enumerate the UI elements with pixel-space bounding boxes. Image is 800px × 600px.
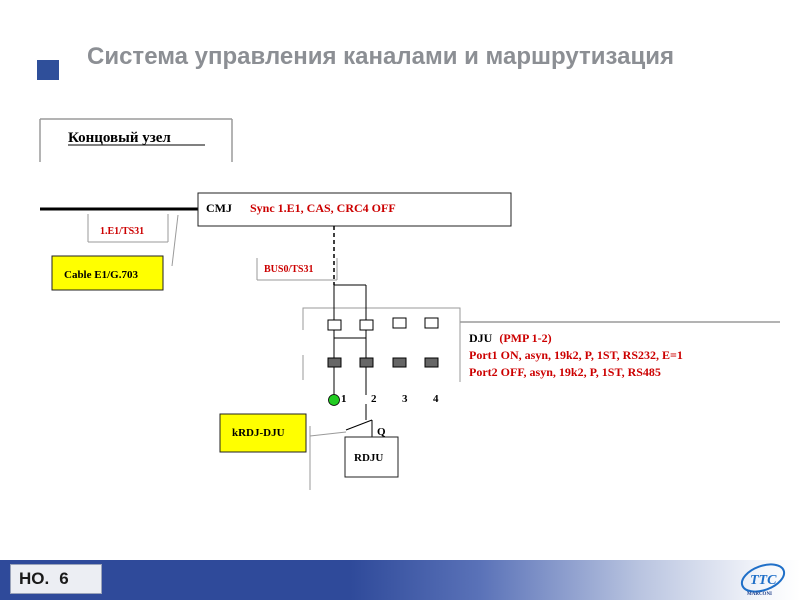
logo-text: TTC [750,573,777,588]
e1-ts-label: 1.E1/TS31 [100,226,144,237]
port-slot-top-3 [392,317,407,329]
cmj-box: CMJ Sync 1.E1, CAS, CRC4 OFF [197,192,512,227]
page-number: 6 [59,569,69,588]
port1-config: Port1 ON, asyn, 19k2, P, 1ST, RS232, E=1 [469,348,683,362]
dju-label: DJU [469,331,493,345]
port-number-4: 4 [433,393,439,405]
dju-config: DJU (PMP 1-2) Port1 ON, asyn, 19k2, P, 1… [469,331,683,379]
terminal-node-label: Концовый узел [68,130,171,146]
dju-module: 1 2 3 4 [302,284,780,406]
port-number-3: 3 [402,393,408,405]
ttc-marconi-logo: TTC MARCONI [740,563,786,597]
cmj-label: CMJ [206,201,232,215]
bus-callout: BUS0/TS31 [256,258,338,281]
routing-diagram: Концовый узел CMJ Sync 1.E1, CAS, CRC4 O… [39,118,780,490]
port-slot-top-2 [359,319,374,331]
port-block-2 [359,357,374,368]
rdju-box: RDJU [344,436,399,478]
terminal-node-box: Концовый узел [39,118,233,162]
port2-config: Port2 OFF, asyn, 19k2, P, 1ST, RS485 [469,365,661,379]
rdju-label: RDJU [354,452,383,464]
port-number-1: 1 [341,393,347,405]
cable-callout: Cable E1/G.703 [51,255,164,291]
port-block-4 [424,357,439,368]
slide-title: Система управления каналами и маршрутиза… [87,43,674,70]
page-prefix: НО. [19,569,50,588]
q-label: Q [377,426,386,438]
krdj-callout: kRDJ-DJU [219,413,307,453]
logo-subtext: MARCONI [747,592,772,597]
port-block-1 [327,357,342,368]
port-slot-top-1 [327,319,342,331]
bus-label: BUS0/TS31 [264,264,313,275]
cmj-config: Sync 1.E1, CAS, CRC4 OFF [250,201,396,215]
krdj-label: kRDJ-DJU [232,427,285,439]
e1-ts-callout: 1.E1/TS31 [87,214,179,267]
page-number-box: НО. 6 [10,564,102,594]
footer-bar [0,560,800,600]
port-number-2: 2 [371,393,377,405]
cable-label: Cable E1/G.703 [64,269,138,281]
port-1-status-led [328,394,340,406]
port-block-3 [392,357,407,368]
svg-text:DJU (PMP 1-2): DJU (PMP 1-2) [469,331,552,345]
dju-model: (PMP 1-2) [499,331,551,345]
title-bullet [37,60,59,80]
port-slot-top-4 [424,317,439,329]
